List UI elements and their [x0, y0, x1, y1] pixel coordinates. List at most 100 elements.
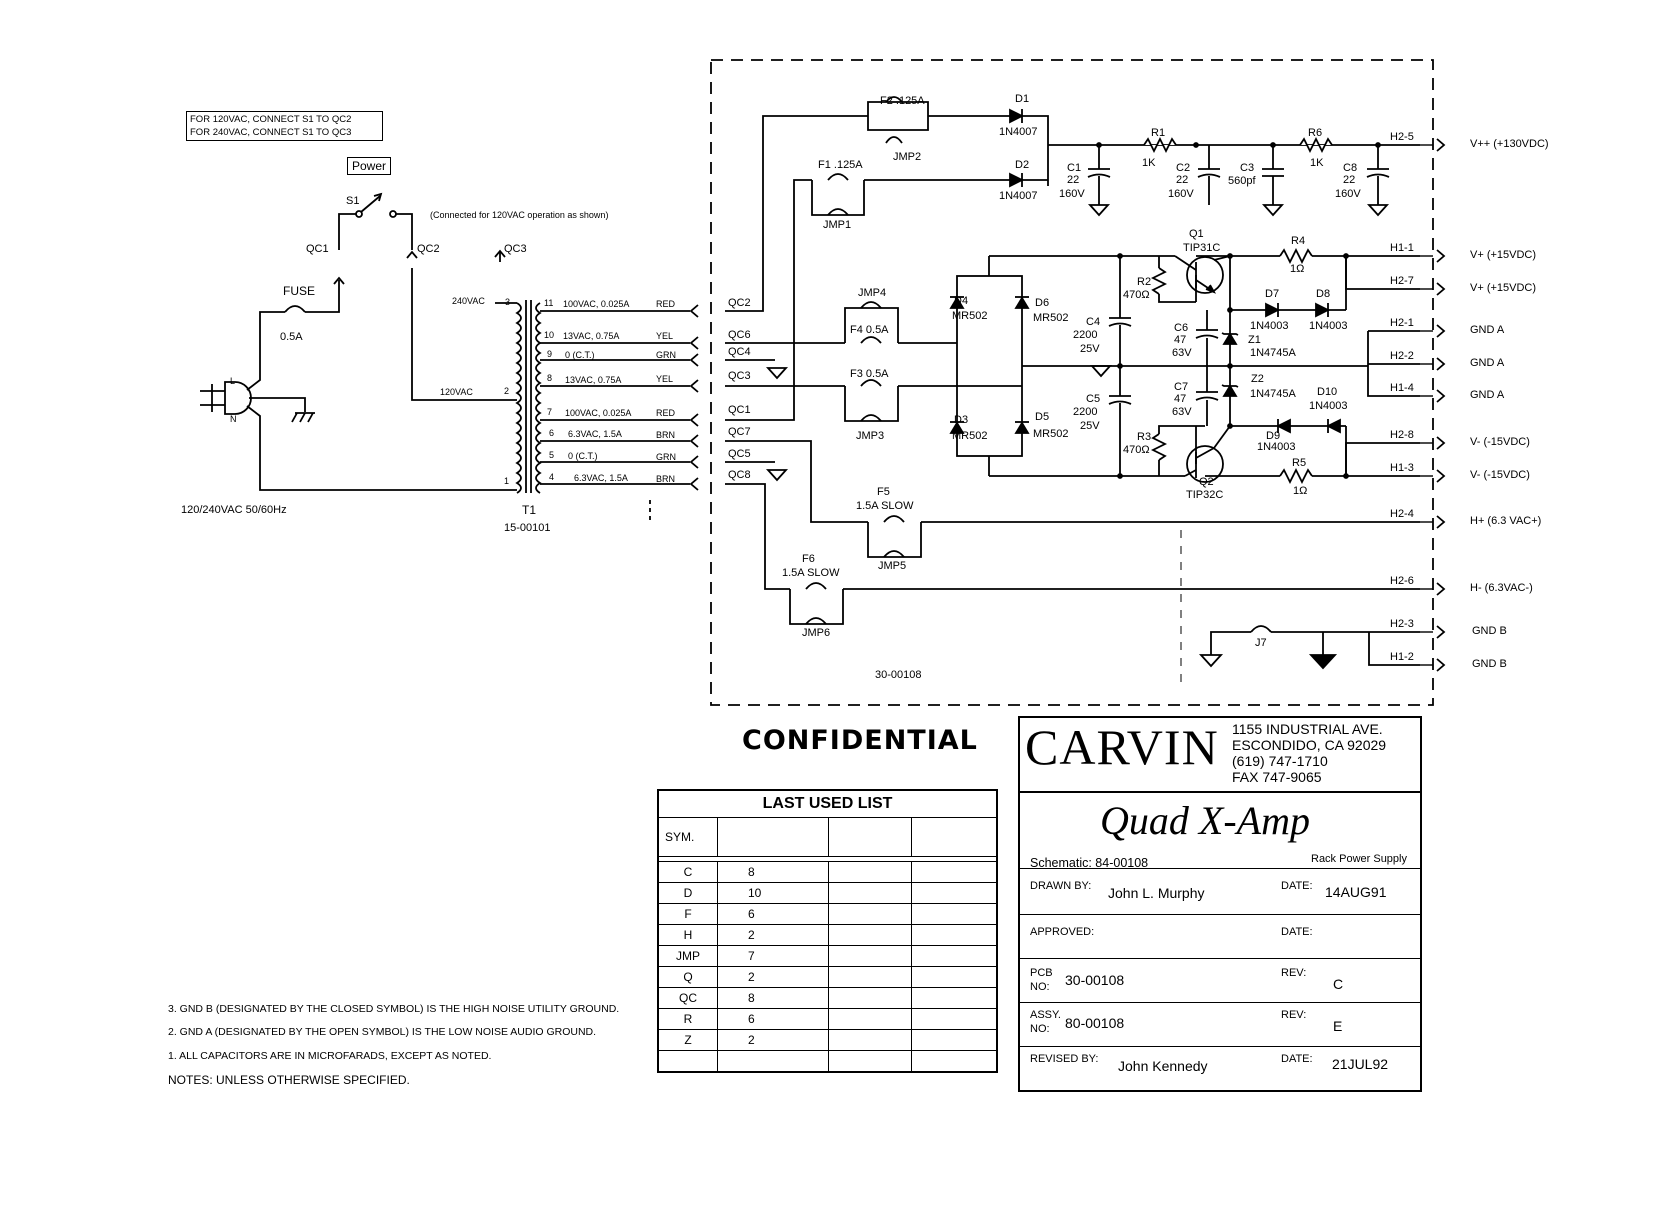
- drawn-by-value: John L. Murphy: [1108, 885, 1205, 901]
- r4-value: 1Ω: [1290, 263, 1305, 275]
- pcb-rev: C: [1333, 976, 1344, 992]
- mains-plug-icon: [200, 381, 252, 415]
- output-label: GND A: [1470, 324, 1505, 336]
- c6-label: C6: [1174, 322, 1189, 334]
- schematic-number: Schematic: 84-00108: [1030, 856, 1149, 870]
- sym-header: SYM.: [657, 817, 718, 857]
- c3-value: 560pf: [1228, 175, 1256, 187]
- f6-label: F6: [802, 553, 815, 565]
- d8-value: 1N4003: [1309, 320, 1348, 332]
- winding-color: YEL: [656, 374, 674, 384]
- qc3-label: QC3: [504, 243, 527, 255]
- output-pin: H2-2: [1390, 350, 1414, 362]
- address-line: 1155 INDUSTRIAL AVE.: [1232, 721, 1383, 737]
- winding-pin: 10: [544, 330, 555, 340]
- q1-label: Q1: [1189, 228, 1204, 240]
- d6-label: D6: [1035, 297, 1050, 309]
- z1-value: 1N4745A: [1250, 347, 1296, 359]
- pcb-outline: [710, 59, 1434, 706]
- title-block: [1018, 716, 1422, 1092]
- qc1-label: QC1: [306, 243, 329, 255]
- qc-label: QC6: [728, 329, 751, 341]
- f4-label: F4 0.5A: [850, 324, 889, 336]
- r3-value: 470Ω: [1123, 444, 1150, 456]
- output-pin: H1-2: [1390, 651, 1414, 663]
- switch-note: (Connected for 120VAC operation as shown…: [430, 210, 609, 220]
- qc-label: QC1: [728, 404, 751, 416]
- output-label: GND B: [1472, 625, 1507, 637]
- r2-value: 470Ω: [1123, 289, 1150, 301]
- d9-value: 1N4003: [1257, 441, 1296, 453]
- winding-pin: 5: [549, 450, 555, 460]
- rev-label: REV:: [1281, 967, 1307, 979]
- d1-label: D1: [1015, 93, 1030, 105]
- winding-color: RED: [656, 299, 676, 309]
- c4-label: C4: [1086, 316, 1101, 328]
- z1-label: Z1: [1248, 334, 1261, 346]
- qc-label: QC2: [728, 297, 751, 309]
- c6-value: 47: [1174, 334, 1187, 346]
- switch-label: S1: [346, 195, 360, 207]
- winding-spec: 100VAC, 0.025A: [565, 408, 632, 418]
- c1-value: 22: [1067, 174, 1080, 186]
- output-label: GND A: [1470, 389, 1505, 401]
- output-pin: H2-1: [1390, 317, 1414, 329]
- d4-label: D4: [954, 295, 969, 307]
- qc-label: QC8: [728, 469, 751, 481]
- pcb-label: PCB: [1030, 967, 1053, 979]
- approved-label: APPROVED:: [1030, 926, 1095, 938]
- r3-label: R3: [1137, 431, 1152, 443]
- winding-color: GRN: [656, 452, 676, 462]
- z2-label: Z2: [1251, 373, 1264, 385]
- qc-label: QC5: [728, 448, 751, 460]
- qc-label: QC3: [728, 370, 751, 382]
- output-label: H- (6.3VAC-): [1470, 582, 1533, 594]
- fuse-value: 0.5A: [280, 331, 303, 343]
- z2-value: 1N4745A: [1250, 388, 1296, 400]
- c5-value: 2200: [1073, 406, 1098, 418]
- f3-label: F3 0.5A: [850, 368, 889, 380]
- primary-120-label: 120VAC: [440, 387, 473, 397]
- d7-value: 1N4003: [1250, 320, 1289, 332]
- winding-spec: 0 (C.T.): [568, 451, 598, 461]
- revised-by-label: REVISED BY:: [1030, 1053, 1099, 1065]
- d1-value: 1N4007: [999, 126, 1038, 138]
- pin3-label: 3: [505, 297, 511, 307]
- address-line: ESCONDIDO, CA 92029: [1232, 737, 1387, 753]
- d8-label: D8: [1316, 288, 1331, 300]
- winding-spec: 13VAC, 0.75A: [565, 375, 622, 385]
- d3-label: D3: [954, 414, 969, 426]
- c8-label: C8: [1343, 162, 1358, 174]
- jmp3-label: JMP3: [856, 430, 885, 442]
- d10-value: 1N4003: [1309, 400, 1348, 412]
- d6-value: MR502: [1033, 312, 1069, 324]
- q2-value: TIP32C: [1186, 489, 1224, 501]
- fuse-label: FUSE: [283, 284, 316, 298]
- c6-voltage: 63V: [1172, 347, 1192, 359]
- output-label: V+ (+15VDC): [1470, 249, 1537, 261]
- drawn-date: 14AUG91: [1325, 884, 1387, 900]
- c8-value: 22: [1343, 174, 1356, 186]
- winding-spec: 6.3VAC, 1.5A: [568, 429, 622, 439]
- fax: FAX 747-9065: [1232, 769, 1322, 785]
- c5-label: C5: [1086, 393, 1101, 405]
- winding-color: RED: [656, 408, 676, 418]
- winding-pin: 8: [547, 373, 553, 383]
- transformer-part: 15-00101: [504, 522, 551, 534]
- r1-label: R1: [1151, 127, 1166, 139]
- winding-pin: 9: [547, 349, 553, 359]
- winding-color: YEL: [656, 331, 674, 341]
- output-pin: H1-1: [1390, 242, 1414, 254]
- r5-value: 1Ω: [1293, 485, 1308, 497]
- jmp4-label: JMP4: [858, 287, 887, 299]
- note-1: 1. ALL CAPACITORS ARE IN MICROFARADS, EX…: [168, 1050, 492, 1062]
- r5-label: R5: [1292, 457, 1307, 469]
- date-label: DATE:: [1281, 1053, 1313, 1065]
- c7-value: 47: [1174, 393, 1187, 405]
- output-label: GND B: [1472, 658, 1507, 670]
